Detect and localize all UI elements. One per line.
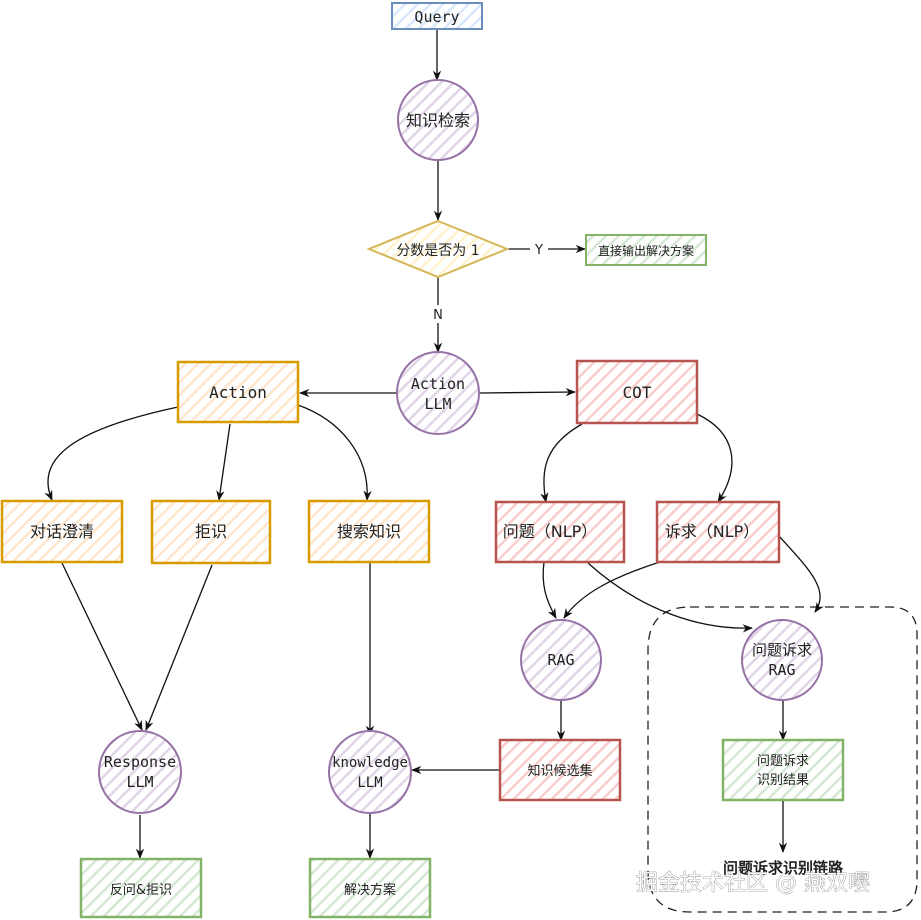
edge-action-to-search-knowledge [297, 404, 372, 502]
node-action-llm-line2: LLM [424, 395, 451, 413]
node-score-check[interactable]: 分数是否为 1 [366, 219, 510, 279]
node-knowledge-search[interactable]: 知识检索 [397, 79, 479, 161]
node-appeal-result[interactable]: 问题诉求 识别结果 [721, 738, 845, 802]
node-problem-nlp-label: 问题（NLP） [503, 522, 598, 541]
node-search-knowledge[interactable]: 搜索知识 [307, 499, 431, 564]
node-rag[interactable]: RAG [520, 619, 602, 701]
node-search-knowledge-label: 搜索知识 [337, 522, 401, 541]
node-appeal-result-line1: 问题诉求 [757, 754, 809, 769]
edge-actionllm-to-cot [479, 387, 577, 397]
node-reject-label: 拒识 [195, 522, 227, 541]
node-appeal-result-line2: 识别结果 [757, 773, 809, 788]
watermark: 掘金技术社区 @ 燕双嘤 [636, 871, 870, 896]
node-query[interactable]: Query [391, 2, 483, 30]
node-knowledge-candidates-label: 知识候选集 [527, 763, 592, 779]
node-action-label: Action [209, 383, 267, 402]
node-appeal-rag[interactable]: 问题诉求 RAG [741, 619, 823, 701]
node-cot[interactable]: COT [575, 359, 699, 425]
node-cot-label: COT [623, 383, 652, 402]
node-appeal-nlp-label: 诉求（NLP） [665, 522, 760, 541]
node-score-check-label: 分数是否为 1 [396, 243, 479, 259]
node-knowledge-search-label: 知识检索 [406, 111, 470, 130]
node-solution[interactable]: 解决方案 [308, 857, 432, 919]
node-clarify[interactable]: 对话澄清 [0, 499, 124, 564]
node-knowledge-llm-line1: knowledge [332, 755, 408, 771]
node-knowledge-candidates[interactable]: 知识候选集 [498, 738, 622, 802]
node-knowledge-llm[interactable]: knowledge LLM [328, 730, 412, 814]
edge-clarify-to-response [61, 562, 143, 731]
node-knowledge-llm-line2: LLM [357, 775, 382, 791]
node-ask-back-reject-label: 反问&拒识 [110, 883, 172, 898]
node-appeal-rag-line1: 问题诉求 [752, 641, 812, 659]
group-appeal-recognition-label: 问题诉求识别链路 [723, 859, 844, 877]
node-response-llm[interactable]: Response LLM [98, 730, 182, 814]
node-appeal-nlp[interactable]: 诉求（NLP） [655, 500, 781, 564]
edge-label-bg-yes [530, 240, 548, 258]
edge-problem-to-appealrag [587, 562, 754, 633]
node-rag-label: RAG [547, 651, 574, 669]
edge-cot-to-appeal [696, 413, 733, 503]
edge-label-yes: Y [534, 243, 543, 258]
node-query-label: Query [414, 8, 459, 26]
node-reject[interactable]: 拒识 [150, 499, 272, 565]
edge-problem-to-rag [542, 561, 557, 619]
edge-action-to-reject [216, 423, 231, 502]
edge-label-no: N [433, 308, 443, 323]
node-direct-output[interactable]: 直接输出解决方案 [585, 234, 707, 266]
node-problem-nlp[interactable]: 问题（NLP） [494, 500, 626, 564]
node-response-llm-line1: Response [104, 753, 176, 771]
node-response-llm-line2: LLM [126, 773, 153, 791]
node-action[interactable]: Action [176, 360, 300, 424]
edge-cot-to-problem [540, 423, 583, 504]
edge-appeal-to-appealrag [777, 534, 824, 613]
node-clarify-label: 对话澄清 [30, 522, 94, 541]
group-appeal-recognition [647, 606, 918, 913]
edge-action-to-clarify [44, 406, 179, 501]
node-action-llm[interactable]: Action LLM [396, 351, 480, 435]
node-direct-output-label: 直接输出解决方案 [598, 243, 694, 258]
node-ask-back-reject[interactable]: 反问&拒识 [79, 857, 203, 919]
node-action-llm-line1: Action [411, 375, 465, 393]
edge-appeal-to-rag [563, 561, 661, 619]
node-solution-label: 解决方案 [344, 882, 396, 898]
edges [44, 29, 824, 860]
node-appeal-rag-line2: RAG [768, 661, 795, 679]
edge-label-bg-no [429, 305, 447, 323]
edge-reject-to-response [145, 564, 213, 731]
